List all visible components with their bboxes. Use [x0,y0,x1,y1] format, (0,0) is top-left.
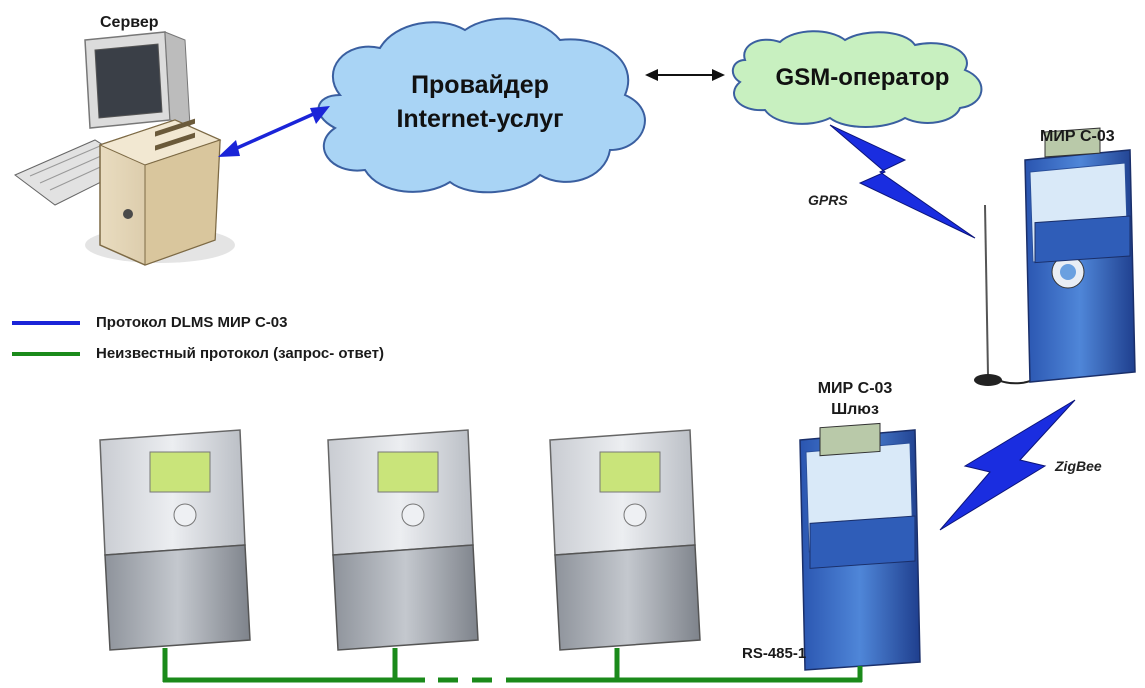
provider-cloud-line2: Internet-услуг [396,105,564,133]
dlms-link-arrow [218,106,330,157]
meter-top-icon [1024,127,1136,383]
server-computer [14,31,235,266]
meter-gateway-line1: МИР С-03 [817,380,893,397]
gsm-cloud-label: GSM-оператор [775,64,950,91]
provider-cloud-line1: Провайдер [411,71,549,99]
zigbee-lightning-icon [939,399,1076,531]
gsm-cloud [731,30,983,128]
meter-grey-1-icon [99,429,251,651]
gprs-lightning-icon [829,124,976,239]
server-label: Сервер [100,14,159,31]
meter-gateway-label: МИР С-03 Шлюз [800,378,910,420]
meter-grey-2-icon [327,429,479,651]
internet-gsm-arrow [645,69,725,81]
legend-item-unknown: Неизвестный протокол (запрос- ответ) [96,345,385,362]
provider-cloud-label: Провайдер Internet-услуг [330,68,630,136]
zigbee-label: ZigBee [1055,458,1102,474]
meter-top-label: МИР С-03 [1040,128,1115,145]
provider-cloud [317,17,646,194]
rs485-label: RS-485-1 [742,645,807,662]
rs485-bus [162,648,863,683]
meter-gateway-icon [799,422,921,671]
gprs-label: GPRS [808,192,848,208]
legend-item-dlms: Протокол DLMS МИР С-03 [96,314,288,331]
meter-gateway-line2: Шлюз [831,401,879,418]
meter-grey-3-icon [549,429,701,651]
